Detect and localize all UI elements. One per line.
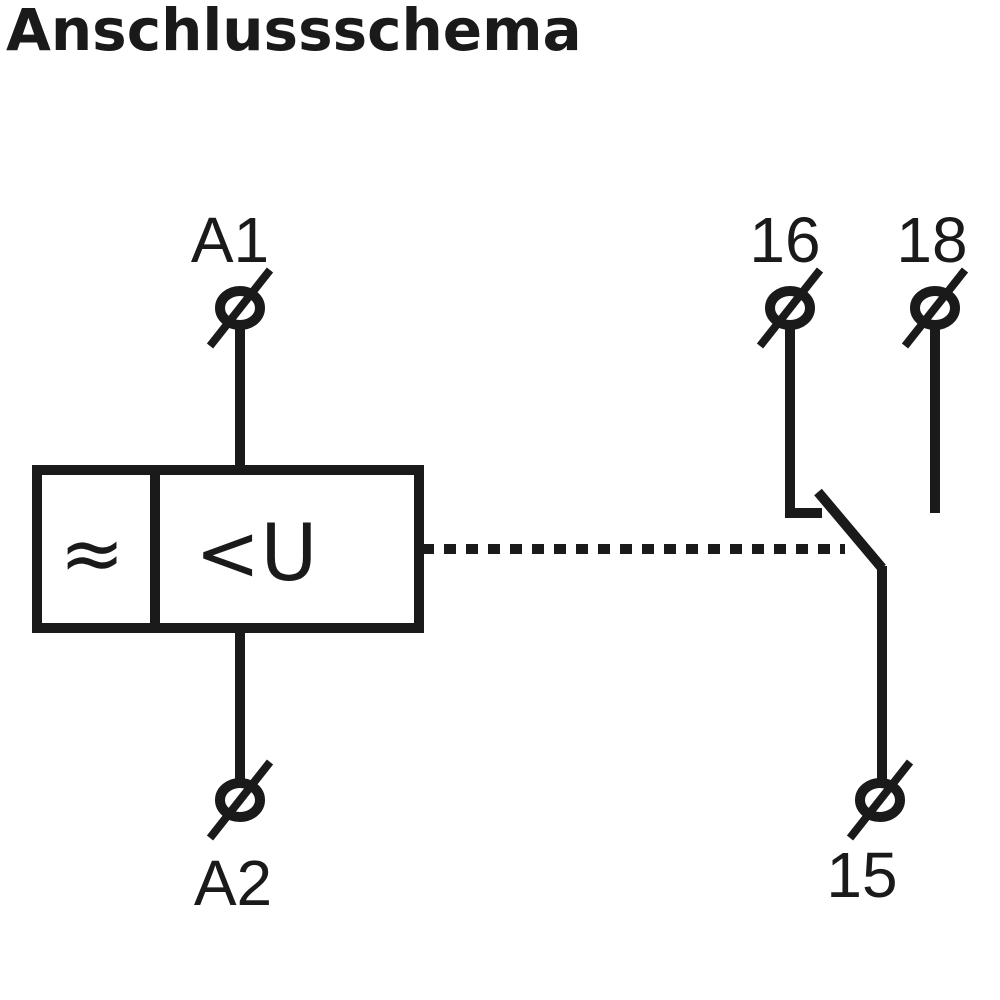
terminal-label-a1: A1 <box>191 204 269 276</box>
terminal-15: 15 <box>826 762 910 911</box>
terminal-label-15: 15 <box>826 839 897 911</box>
undervoltage-symbol: <U <box>195 509 317 599</box>
contact-blade <box>814 488 886 572</box>
terminal-label-16: 16 <box>749 204 820 276</box>
ac-symbol-icon: ≈ <box>59 509 124 599</box>
page-title: Anschlussschema <box>6 0 582 64</box>
terminal-a2: A2 <box>194 628 272 919</box>
wire-16 <box>785 325 822 518</box>
terminal-16: 16 <box>749 204 822 518</box>
relay-block: ≈ <U <box>32 465 424 633</box>
terminal-label-a2: A2 <box>194 847 272 919</box>
changeover-contact <box>814 488 887 783</box>
terminal-label-18: 18 <box>896 204 967 276</box>
relay-box-outline <box>32 465 424 633</box>
terminal-18: 18 <box>896 204 967 513</box>
terminal-a1: A1 <box>191 204 270 470</box>
